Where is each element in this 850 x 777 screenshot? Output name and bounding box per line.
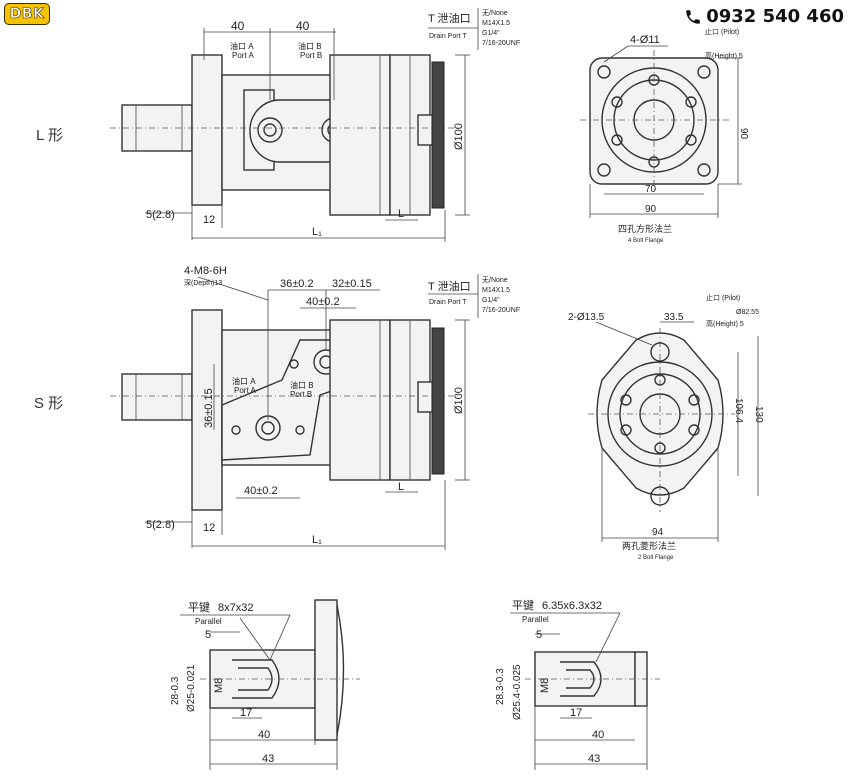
l-dim-l1: L₁ xyxy=(312,226,322,238)
l-dim-12: 12 xyxy=(203,214,215,226)
l-port-a-cn: 油口 A xyxy=(230,41,254,51)
l-motor-side-view xyxy=(110,28,470,242)
shaft-right-key-size: 6.35x6.3x32 xyxy=(542,600,602,612)
l-flange-pilot: 止口 (Pilot) xyxy=(705,27,739,36)
shaft-left-dim-17: 17 xyxy=(240,707,252,719)
l-flange-holes: 4-Ø11 xyxy=(630,34,660,46)
s-drain-opt-3: G1/4" xyxy=(482,297,500,304)
brand-logo-text: DBK xyxy=(9,6,45,23)
shaft-right-key-en: Parallel xyxy=(522,615,549,624)
s-flange-labels: 2-Ø13.5 33.5 止口 (Pilot) Ø82.55 高(Height)… xyxy=(568,293,764,561)
shaft-right-dia-25: Ø25.4-0.025 xyxy=(512,664,523,720)
shaft-left-key-cn: 平键 xyxy=(188,600,210,614)
l-dim-top-1: 40 xyxy=(231,19,245,33)
l-dim-top-2: 40 xyxy=(296,19,310,33)
s-flange-dim-106-4: 106.4 xyxy=(733,398,744,423)
l-drain-opt-4: 7/16-20UNF xyxy=(482,40,520,47)
shaft-right-labels: 平键 6.35x6.3x32 Parallel 5 28.3-0.3 Ø25.4… xyxy=(495,598,604,765)
shaft-left-dim-40: 40 xyxy=(258,729,270,741)
s-thread: 4-M8-6H xyxy=(184,265,227,277)
s-drain-opt-4: 7/16-20UNF xyxy=(482,307,520,314)
s-drain-port-table: T 泄油口 Drain Port T 无/None M14X1.5 G1/4" … xyxy=(428,274,520,318)
s-depth: 深(Depth)13 xyxy=(184,278,222,287)
l-port-b-en: Port B xyxy=(300,51,322,60)
l-drain-opt-1: 无/None xyxy=(482,9,508,17)
l-flange-front-view xyxy=(580,45,742,218)
phone-icon xyxy=(686,9,700,24)
s-drain-subtitle: Drain Port T xyxy=(429,299,467,306)
l-dim-l: L xyxy=(398,208,404,220)
s-flange-holes: 2-Ø13.5 xyxy=(568,312,605,323)
s-flange-pilot-value: Ø82.55 xyxy=(736,309,759,316)
s-dim-36v: 36±0.15 xyxy=(203,388,215,428)
s-dim-32: 32±0.15 xyxy=(332,278,372,290)
s-dim-l: L xyxy=(398,481,404,493)
s-port-a-cn: 油口 A xyxy=(232,376,256,386)
brand-logo: DBK xyxy=(4,3,50,25)
shaft-left-dia-28: 28-0.3 xyxy=(170,676,181,705)
shaft-right-detail xyxy=(510,612,660,770)
shaft-left-detail xyxy=(180,599,360,770)
phone-number: 0932 540 460 xyxy=(706,6,844,27)
l-drain-opt-3: G1/4" xyxy=(482,30,500,37)
s-type-label: S 形 xyxy=(34,395,64,412)
l-flange-caption-en: 4 Bolt Flange xyxy=(628,238,664,244)
l-drain-opt-2: M14X1.5 xyxy=(482,20,510,27)
shaft-right-key-cn: 平键 xyxy=(512,598,534,612)
l-dim-left: 5(2.8) xyxy=(146,209,175,221)
s-flange-front-view xyxy=(588,321,759,542)
shaft-right-dim-5: 5 xyxy=(536,629,542,641)
s-flange-height: 高(Height) 5 xyxy=(706,319,744,328)
shaft-left-m8: M8 xyxy=(213,678,225,693)
s-motor-side-view xyxy=(110,276,470,550)
shaft-right-dia-28: 28.3-0.3 xyxy=(495,668,506,705)
shaft-right-m8: M8 xyxy=(539,678,551,693)
s-dim-l1: L₁ xyxy=(312,534,322,546)
l-drain-title: T 泄油口 xyxy=(428,11,471,25)
shaft-right-dim-40: 40 xyxy=(592,729,604,741)
s-drain-opt-1: 无/None xyxy=(482,276,508,284)
s-diameter: Ø100 xyxy=(453,387,465,414)
s-dim-36: 36±0.2 xyxy=(280,278,314,290)
s-dim-left: 5(2.8) xyxy=(146,519,175,531)
s-flange-dim-130: 130 xyxy=(753,406,764,423)
l-flange-dim-70: 70 xyxy=(645,184,657,195)
shaft-left-key-size: 8x7x32 xyxy=(218,602,253,614)
l-drain-port-table: T 泄油口 Drain Port T 无/None M14X1.5 G1/4" … xyxy=(428,8,520,50)
shaft-left-dim-5: 5 xyxy=(205,629,211,641)
l-port-a-en: Port A xyxy=(232,51,254,60)
s-drain-title: T 泄油口 xyxy=(428,279,471,293)
s-flange-caption-cn: 两孔菱形法兰 xyxy=(622,540,676,551)
s-flange-pilot: 止口 (Pilot) xyxy=(706,293,740,302)
l-flange-dim-90-side: 90 xyxy=(738,128,749,140)
shaft-right-dim-43: 43 xyxy=(588,753,600,765)
s-view-dims: 4-M8-6H 深(Depth)13 36±0.2 32±0.15 40±0.2… xyxy=(146,265,465,546)
shaft-left-labels: 平键 8x7x32 Parallel 5 28-0.3 Ø25-0.021 M8… xyxy=(170,600,274,765)
s-dim-40a: 40±0.2 xyxy=(306,296,340,308)
shaft-left-dim-43: 43 xyxy=(262,753,274,765)
s-port-a-en: Port A xyxy=(234,386,256,395)
l-port-b-cn: 油口 B xyxy=(298,41,322,51)
s-flange-dim-94: 94 xyxy=(652,527,664,538)
s-port-b-en: Port B xyxy=(290,390,312,399)
phone-contact[interactable]: 0932 540 460 xyxy=(684,6,844,27)
l-flange-labels: 4-Ø11 止口 (Pilot) 高(Height) 5 90 70 90 四孔… xyxy=(618,27,749,244)
s-dim-12: 12 xyxy=(203,522,215,534)
l-flange-dim-90: 90 xyxy=(645,204,657,215)
shaft-right-dim-17: 17 xyxy=(570,707,582,719)
l-diameter: Ø100 xyxy=(453,123,465,150)
s-flange-caption-en: 2 Bolt Flange xyxy=(638,555,674,561)
l-type-label: L 形 xyxy=(36,127,63,144)
l-view-dims: 40 40 油口 A Port A 油口 B Port B Ø100 5(2.8… xyxy=(146,19,465,238)
s-flange-dim-33-5: 33.5 xyxy=(664,312,684,323)
s-dim-40b: 40±0.2 xyxy=(244,485,278,497)
s-port-b-cn: 油口 B xyxy=(290,380,314,390)
s-drain-opt-2: M14X1.5 xyxy=(482,287,510,294)
l-flange-caption-cn: 四孔方形法兰 xyxy=(618,223,672,234)
l-drain-subtitle: Drain Port T xyxy=(429,33,467,40)
shaft-left-dia-25: Ø25-0.021 xyxy=(186,664,197,712)
l-flange-height: 高(Height) 5 xyxy=(705,51,743,60)
shaft-left-key-en: Parallel xyxy=(195,617,222,626)
